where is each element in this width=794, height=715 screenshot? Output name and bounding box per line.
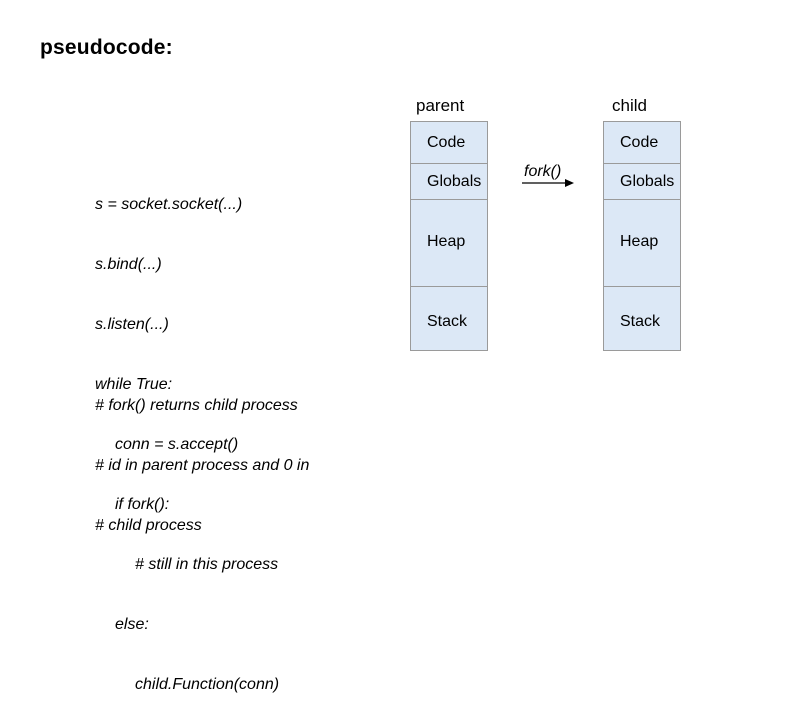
child-heap-segment: Heap — [604, 200, 680, 287]
code-line: s.bind(...) — [95, 256, 162, 273]
code-line: s = socket.socket(...) — [95, 196, 243, 213]
code-line: child.Function(conn) — [135, 676, 280, 693]
parent-globals-segment: Globals — [411, 164, 487, 200]
code-line: conn = s.accept() — [115, 436, 239, 453]
segment-label: Globals — [620, 173, 675, 190]
child-stack-segment: Stack — [604, 287, 680, 350]
parent-label: parent — [416, 96, 465, 115]
segment-label: Stack — [620, 313, 661, 330]
code-line: # still in this process — [135, 556, 279, 573]
fork-label: fork() — [524, 163, 562, 180]
fork-arrow-icon — [522, 179, 574, 187]
segment-label: Stack — [427, 313, 468, 330]
child-code-segment: Code — [604, 122, 680, 164]
comment-line: # fork() returns child process — [95, 397, 298, 414]
child-label: child — [612, 96, 647, 115]
segment-label: Heap — [620, 233, 659, 250]
parent-heap-segment: Heap — [411, 200, 487, 287]
segment-label: Heap — [427, 233, 466, 250]
parent-memory-box: Code Globals Heap Stack — [410, 121, 488, 351]
code-line: if fork(): — [115, 496, 170, 513]
segment-label: Globals — [427, 173, 482, 190]
child-globals-segment: Globals — [604, 164, 680, 200]
parent-stack-segment: Stack — [411, 287, 487, 350]
code-line: s.listen(...) — [95, 316, 169, 333]
parent-code-segment: Code — [411, 122, 487, 164]
segment-label: Code — [620, 134, 659, 151]
code-line: while True: — [95, 376, 173, 393]
slide-title: pseudocode: — [40, 36, 173, 59]
segment-label: Code — [427, 134, 466, 151]
child-memory-box: Code Globals Heap Stack — [603, 121, 681, 351]
comment-line: # child process — [95, 517, 202, 534]
code-line: else: — [115, 616, 149, 633]
comment-block: # fork() returns child process # id in p… — [95, 356, 309, 556]
comment-line: # id in parent process and 0 in — [95, 457, 310, 474]
